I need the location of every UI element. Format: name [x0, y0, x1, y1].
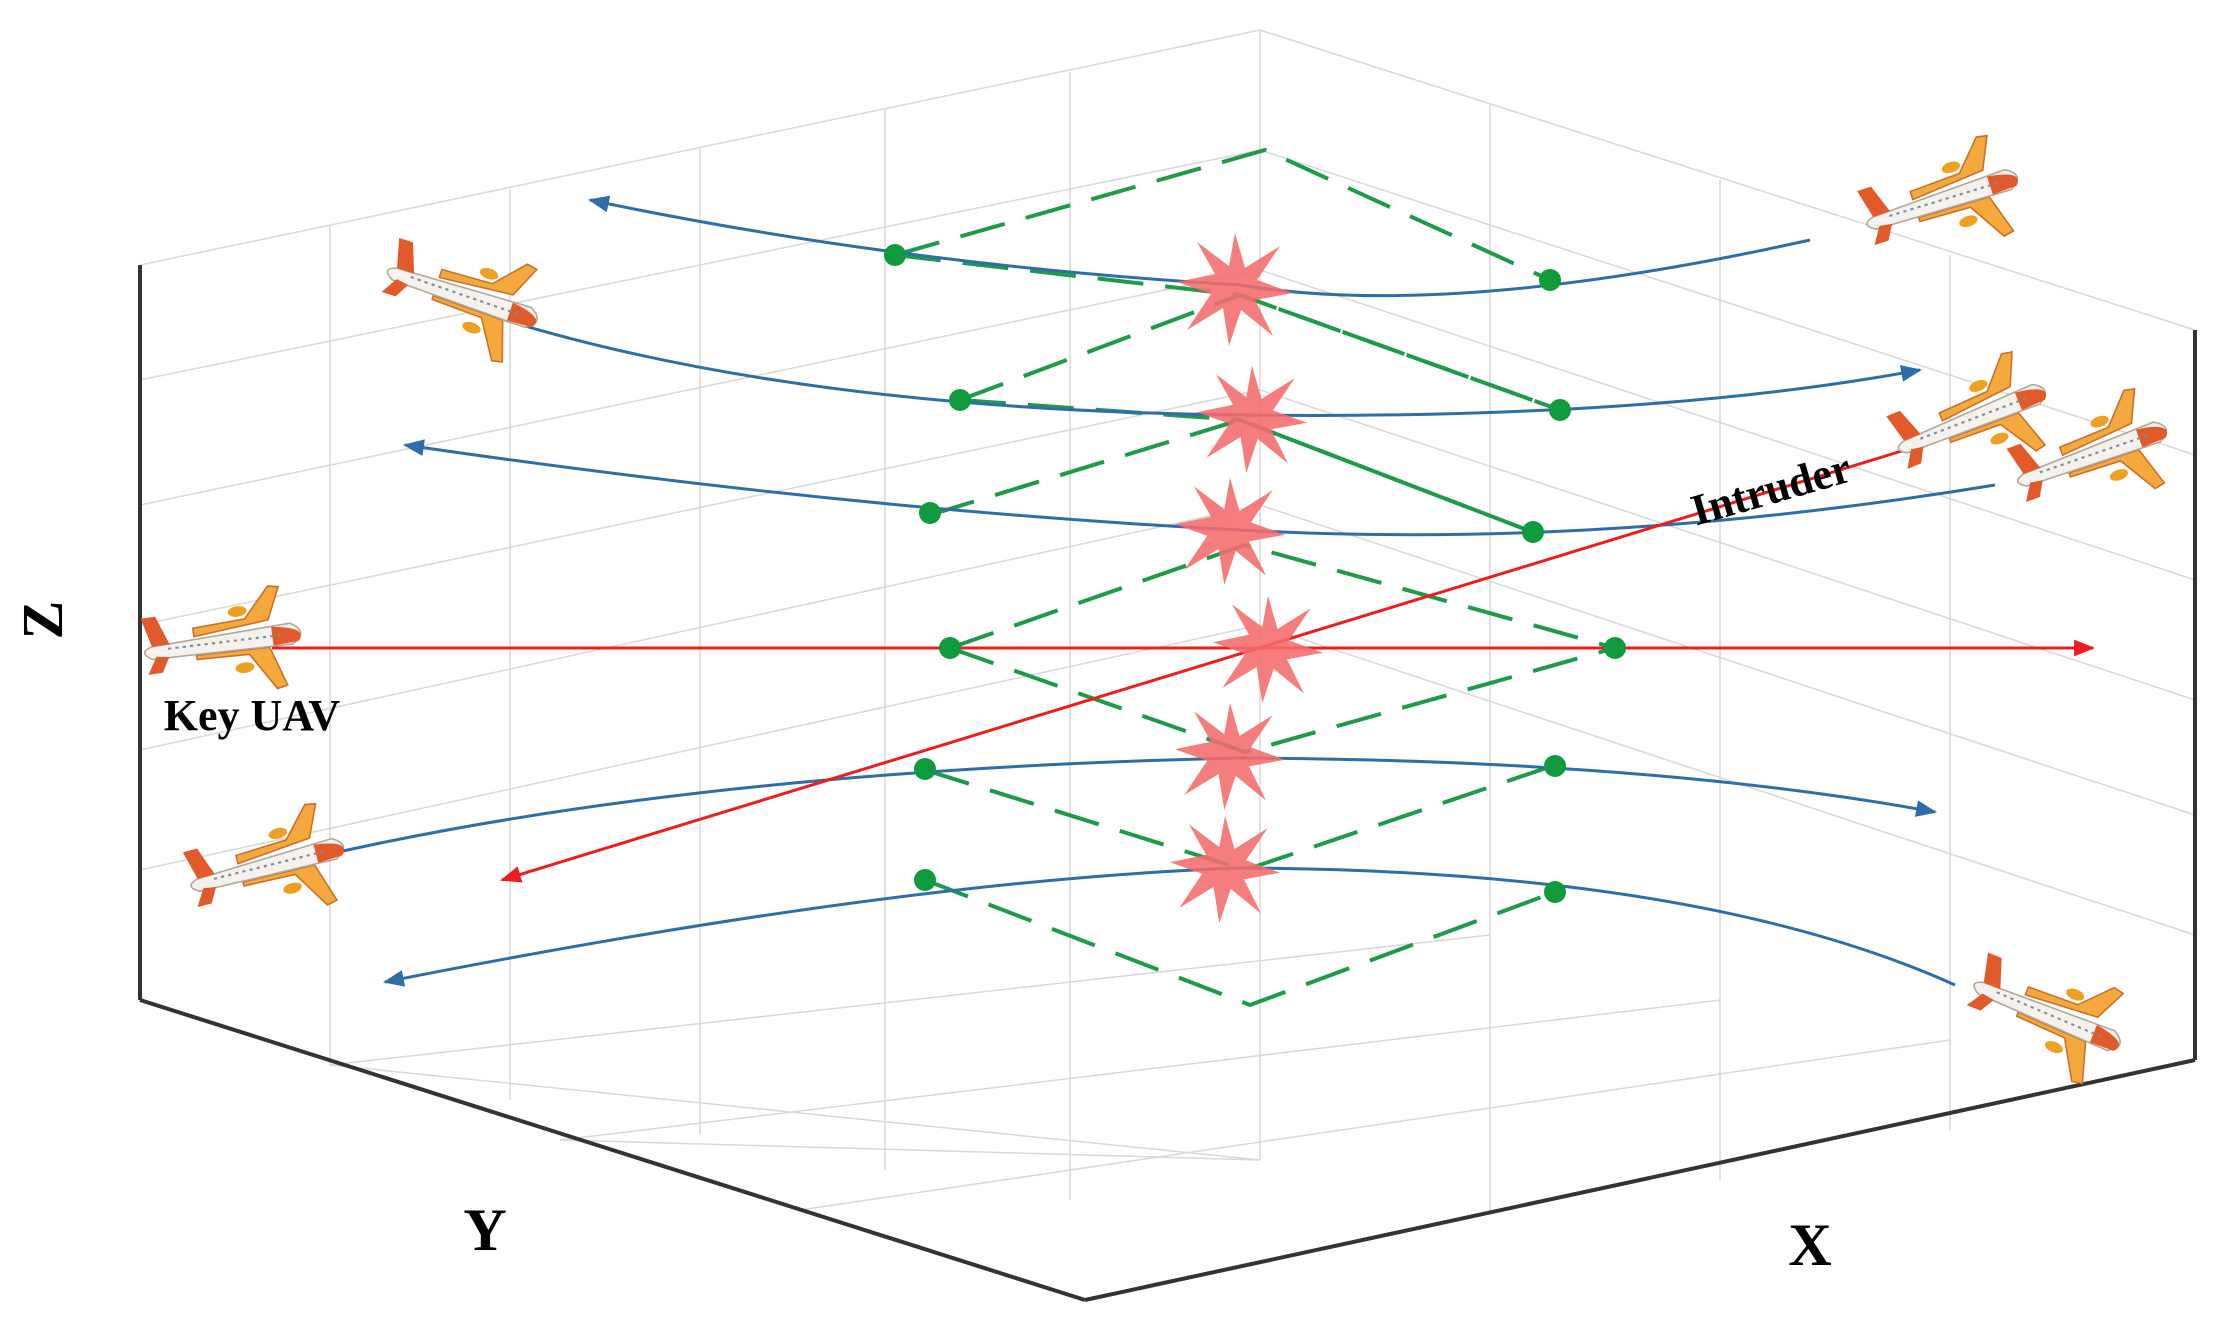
waypoint-dot-icon — [1544, 755, 1566, 777]
x-axis-line — [1084, 1058, 2196, 1302]
waypoint-dot-icon — [914, 869, 936, 891]
conflict-star-icon — [1174, 477, 1286, 586]
y-axis-label: Y — [463, 1197, 506, 1263]
waypoint-dot-icon — [1539, 269, 1561, 291]
conflict-star-icon — [1174, 702, 1286, 811]
trajectory-5 — [324, 756, 1938, 857]
trajectory-2 — [504, 318, 1923, 417]
aircraft-group — [136, 127, 2185, 1094]
airplane-icon — [1850, 127, 2035, 277]
waypoint-dot-icon — [1604, 637, 1626, 659]
waypoint-dot-icon — [1522, 521, 1544, 543]
waypoint-dot-icon — [1544, 881, 1566, 903]
waypoint-dot-icon — [949, 389, 971, 411]
waypoint-dot-icon — [1549, 399, 1571, 421]
waypoint-dot-icon — [884, 244, 906, 266]
z-axis-label: Z — [10, 601, 75, 640]
waypoint-dot-icon — [919, 502, 941, 524]
airplane-icon — [136, 581, 309, 708]
waypoint-dot-icon — [939, 637, 961, 659]
intruder-path — [499, 448, 1906, 883]
key-uav-label: Key UAV — [164, 691, 341, 740]
intruder-label: Intruder — [1686, 443, 1857, 535]
waypoint-dot-icon — [914, 758, 936, 780]
conflict-star-icon — [1196, 365, 1308, 474]
y-axis-line — [139, 998, 1086, 1302]
uav-trajectories — [324, 195, 1996, 987]
axes — [138, 265, 2197, 1302]
airplane-icon — [1953, 937, 2140, 1094]
red-paths — [272, 448, 2096, 883]
waypoints — [884, 244, 1626, 903]
conflict-stars — [1169, 233, 1324, 924]
x-axis-label: X — [1788, 1212, 1831, 1278]
airplane-icon — [370, 222, 554, 372]
